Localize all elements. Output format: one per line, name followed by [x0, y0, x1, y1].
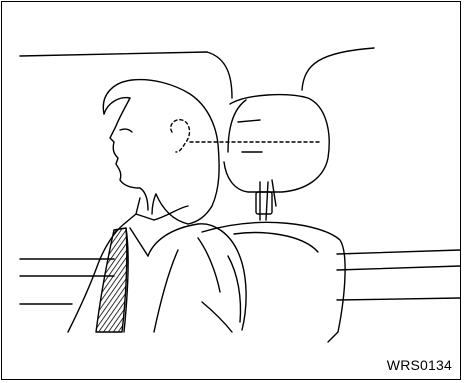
head-restraint-stays [256, 180, 276, 220]
seat-belt [96, 228, 127, 332]
torso [68, 224, 246, 332]
seat-back [202, 222, 345, 342]
vehicle-interior-lines [20, 48, 460, 304]
figure-reference-code: WRS0134 [387, 357, 452, 373]
ear-and-reference-line [171, 120, 322, 152]
face-profile [110, 98, 156, 214]
head-restraint [224, 95, 329, 192]
hair [103, 80, 219, 224]
